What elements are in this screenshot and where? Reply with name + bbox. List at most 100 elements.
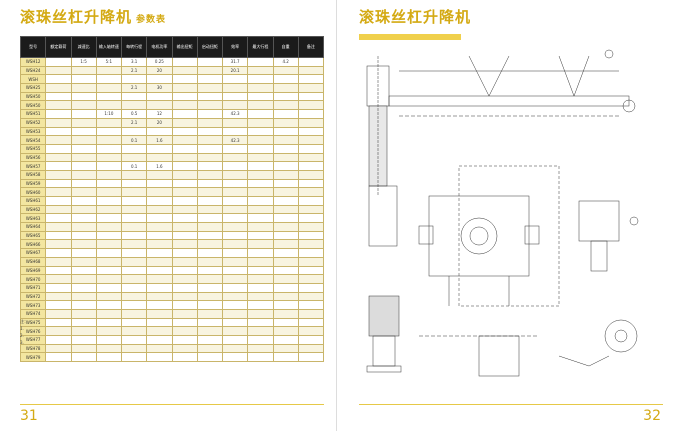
- table-cell: [120, 204, 148, 215]
- model-cell: WSH64: [19, 222, 47, 232]
- table-cell: [45, 83, 72, 93]
- table-cell: [247, 222, 274, 232]
- table-cell: 1.6: [146, 135, 173, 145]
- drawing-part: [524, 225, 540, 245]
- table-cell: [196, 204, 224, 215]
- table-cell: [171, 265, 198, 276]
- table-cell: [171, 256, 198, 267]
- table-cell: [146, 204, 173, 215]
- table-cell: [45, 143, 72, 154]
- table-cell: [221, 83, 249, 93]
- table-cell: [146, 274, 173, 284]
- table-cell: [70, 143, 97, 154]
- table-cell: [171, 126, 198, 137]
- table-cell: [120, 265, 148, 276]
- table-cell: [45, 152, 72, 163]
- table-cell: [171, 178, 198, 189]
- drawing-part: [622, 99, 636, 113]
- table-cell: [70, 100, 97, 111]
- table-cell: [247, 161, 274, 171]
- drawing-part: [460, 217, 498, 255]
- table-cell: [297, 282, 325, 293]
- table-cell: [70, 126, 97, 137]
- table-cell: 0.25: [146, 57, 173, 67]
- table-cell: [70, 222, 97, 232]
- table-cell: [221, 143, 249, 154]
- column-header: 电机功率: [146, 36, 173, 58]
- drawing-part: [614, 329, 628, 343]
- table-cell: [45, 274, 72, 284]
- table-cell: [221, 178, 249, 189]
- table-cell: [297, 239, 325, 250]
- table-cell: [272, 213, 299, 224]
- table-cell: [297, 126, 325, 137]
- right-page: 滚珠丝杠升降机: [337, 0, 673, 431]
- table-cell: [272, 143, 299, 154]
- table-cell: [120, 169, 148, 180]
- table-cell: [146, 222, 173, 232]
- table-cell: [221, 274, 249, 284]
- table-cell: [95, 117, 123, 128]
- table-cell: [196, 291, 224, 302]
- table-cell: [272, 83, 299, 93]
- table-row: WSH60: [19, 187, 325, 197]
- table-cell: [196, 143, 224, 154]
- table-cell: [95, 352, 123, 363]
- page-number: 32: [643, 408, 661, 424]
- table-cell: [95, 143, 123, 154]
- table-cell: [196, 282, 224, 293]
- table-cell: [272, 135, 299, 145]
- note-line: 1.: [20, 326, 24, 331]
- table-cell: 0.1: [120, 135, 148, 145]
- table-cell: [247, 178, 274, 189]
- table-cell: [196, 135, 224, 145]
- table-cell: [221, 126, 249, 137]
- table-row: WSH53: [19, 126, 325, 137]
- table-cell: [196, 178, 224, 189]
- table-cell: [95, 65, 123, 76]
- table-cell: [196, 230, 224, 241]
- spec-table-header: 型号额定载荷减速比输入轴转速每转行程电机功率输出扭矩启动扭矩效率最大行程自重备注: [19, 36, 325, 58]
- table-cell: [120, 143, 148, 154]
- footer-rule: [20, 404, 324, 405]
- table-cell: [95, 178, 123, 189]
- table-cell: [45, 300, 72, 310]
- table-row: WSH72: [19, 291, 325, 302]
- table-cell: [297, 291, 325, 302]
- table-cell: [95, 282, 123, 293]
- column-header: 每转行程: [120, 36, 148, 58]
- table-cell: [272, 352, 299, 363]
- table-cell: [171, 239, 198, 250]
- table-cell: [70, 161, 97, 171]
- table-cell: [297, 65, 325, 76]
- table-cell: [171, 300, 198, 310]
- table-cell: [272, 126, 299, 137]
- table-cell: [95, 100, 123, 111]
- drawing-line: [468, 55, 510, 97]
- table-cell: [196, 274, 224, 284]
- table-cell: 42.3: [221, 135, 249, 145]
- table-cell: [70, 74, 97, 85]
- note-line: 3.: [20, 340, 24, 345]
- table-cell: 31.7: [221, 57, 249, 67]
- note-line: 2.: [20, 333, 24, 338]
- model-cell: WSH58: [19, 169, 47, 180]
- table-row: WSH73: [19, 300, 325, 310]
- table-cell: [221, 161, 249, 171]
- table-cell: [196, 100, 224, 111]
- table-cell: [120, 256, 148, 267]
- table-cell: [120, 230, 148, 241]
- table-row: WSH50: [19, 91, 325, 102]
- drawing-part: [590, 240, 608, 272]
- table-cell: [297, 161, 325, 171]
- table-cell: [146, 169, 173, 180]
- table-cell: [70, 265, 97, 276]
- table-row: WSH50: [19, 100, 325, 111]
- table-cell: [45, 135, 72, 145]
- table-cell: [146, 291, 173, 302]
- table-row: WSH56: [19, 152, 325, 163]
- model-cell: WSH63: [19, 213, 47, 224]
